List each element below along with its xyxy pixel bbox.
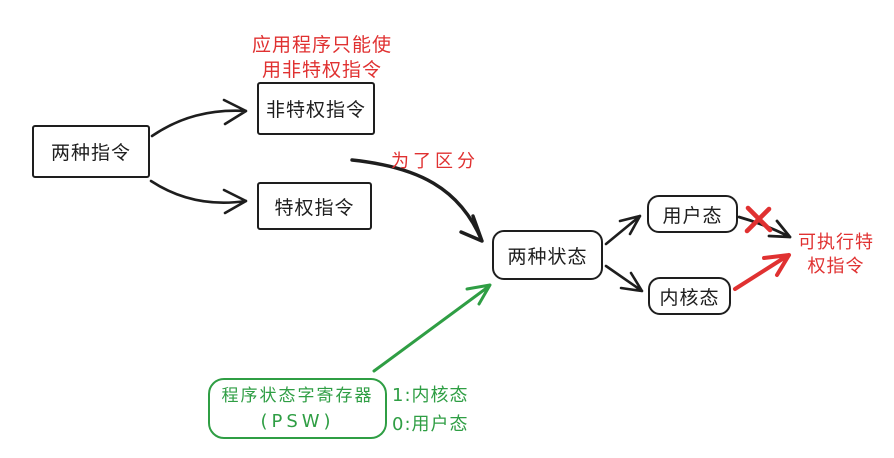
node-user-mode: 用户态 xyxy=(647,195,738,233)
node-two-states-label: 两种状态 xyxy=(507,245,588,268)
note-app-restriction-line2: 用非特权指令 xyxy=(261,59,382,81)
node-two-instructions-label: 两种指令 xyxy=(50,142,131,164)
node-user-mode-label: 用户态 xyxy=(662,204,723,227)
note-app-restriction: 应用程序只能使 用非特权指令 xyxy=(237,33,407,83)
note-exec-privileged: 可执行特 权指令 xyxy=(792,231,880,279)
arrow-instructions-to-nonprivileged xyxy=(150,98,248,138)
node-psw-register-name: 程序状态字寄存器 xyxy=(221,385,374,406)
note-psw-user-value: 0:用户态 xyxy=(392,414,469,435)
node-psw-register-abbr: (PSW) xyxy=(260,410,335,432)
node-two-states: 两种状态 xyxy=(492,230,603,280)
node-privileged-instructions: 特权指令 xyxy=(257,182,372,230)
note-psw-kernel-value: 1:内核态 xyxy=(392,385,469,406)
blocked-x-mark xyxy=(744,205,773,234)
arrow-psw-to-states xyxy=(372,283,492,373)
node-psw-register: 程序状态字寄存器 (PSW) xyxy=(208,378,387,439)
node-kernel-mode-label: 内核态 xyxy=(659,286,720,309)
note-distinguish: 为了区分 xyxy=(391,151,479,172)
node-nonprivileged-instructions: 非特权指令 xyxy=(257,82,375,135)
node-two-instructions: 两种指令 xyxy=(32,125,150,178)
arrow-instructions-to-privileged xyxy=(149,179,248,215)
node-nonprivileged-instructions-label: 非特权指令 xyxy=(265,99,366,121)
note-exec-privileged-line2: 权指令 xyxy=(807,256,865,277)
note-exec-privileged-line1: 可执行特 xyxy=(798,232,874,253)
arrow-states-to-user-mode xyxy=(604,214,642,246)
node-kernel-mode: 内核态 xyxy=(648,277,731,315)
node-privileged-instructions-label: 特权指令 xyxy=(274,196,355,219)
arrow-user-mode-to-exec xyxy=(737,215,792,239)
arrow-kernel-mode-to-exec xyxy=(733,253,791,291)
arrow-states-to-kernel-mode xyxy=(604,264,644,293)
note-app-restriction-line1: 应用程序只能使 xyxy=(251,34,392,56)
